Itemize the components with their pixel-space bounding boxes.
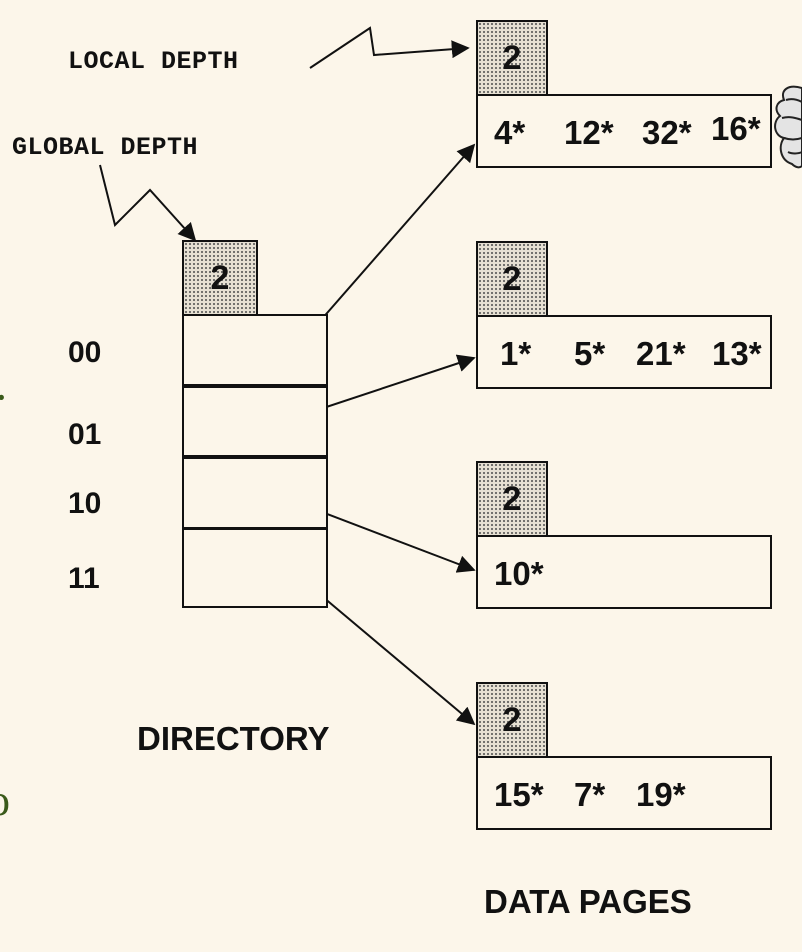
bucket-b-entry: 13* <box>712 335 762 372</box>
data-pages-caption: DATA PAGES <box>484 883 692 920</box>
bucket-a-entry: 32* <box>642 114 692 151</box>
directory-slot-00 <box>182 314 328 386</box>
bucket-a-local-depth: 2 <box>476 20 548 96</box>
directory-index-01: 01 <box>68 418 102 451</box>
global-depth-callout <box>99 164 197 242</box>
bucket-a-entry: 12* <box>564 114 614 151</box>
bucket-d-entry: 19* <box>636 776 686 813</box>
overflow-scroll-icon <box>774 85 802 169</box>
bucket-a-entry: 16* <box>711 110 761 147</box>
directory-slot-11 <box>182 528 328 608</box>
local-depth-callout <box>309 26 470 69</box>
directory-slot-01 <box>182 385 328 458</box>
bucket-b-local-depth: 2 <box>476 241 548 317</box>
directory-slot-10 <box>182 457 328 529</box>
bucket-d-local-depth: 2 <box>476 682 548 758</box>
bucket-d-entry: 15* <box>494 776 544 813</box>
directory-index-11: 11 <box>68 562 100 595</box>
bucket-b-page: 1* 5* 21* 13* <box>476 315 772 389</box>
directory-index-00: 00 <box>68 336 102 369</box>
local-depth-label: LOCAL DEPTH <box>68 47 239 76</box>
bucket-d-page: 15* 7* 19* <box>476 756 772 830</box>
bucket-c-entry: 10* <box>494 555 544 592</box>
left-edge-fragment-mid: · <box>0 372 9 423</box>
left-edge-fragment-bottom: o <box>0 775 10 826</box>
bucket-d-entry: 7* <box>574 776 606 813</box>
bucket-c-local-depth: 2 <box>476 461 548 537</box>
directory-index-10: 10 <box>68 487 102 520</box>
bucket-b-entry: 21* <box>636 335 686 372</box>
bucket-a-entry: 4* <box>494 114 526 151</box>
global-depth-box: 2 <box>182 240 258 316</box>
bucket-a-page: 4* 12* 32* 16* <box>476 94 772 168</box>
global-depth-label: GLOBAL DEPTH <box>12 133 199 162</box>
bucket-c-page: 10* <box>476 535 772 609</box>
bucket-b-entry: 5* <box>574 335 606 372</box>
directory-caption: DIRECTORY <box>137 720 330 757</box>
bucket-b-entry: 1* <box>500 335 532 372</box>
